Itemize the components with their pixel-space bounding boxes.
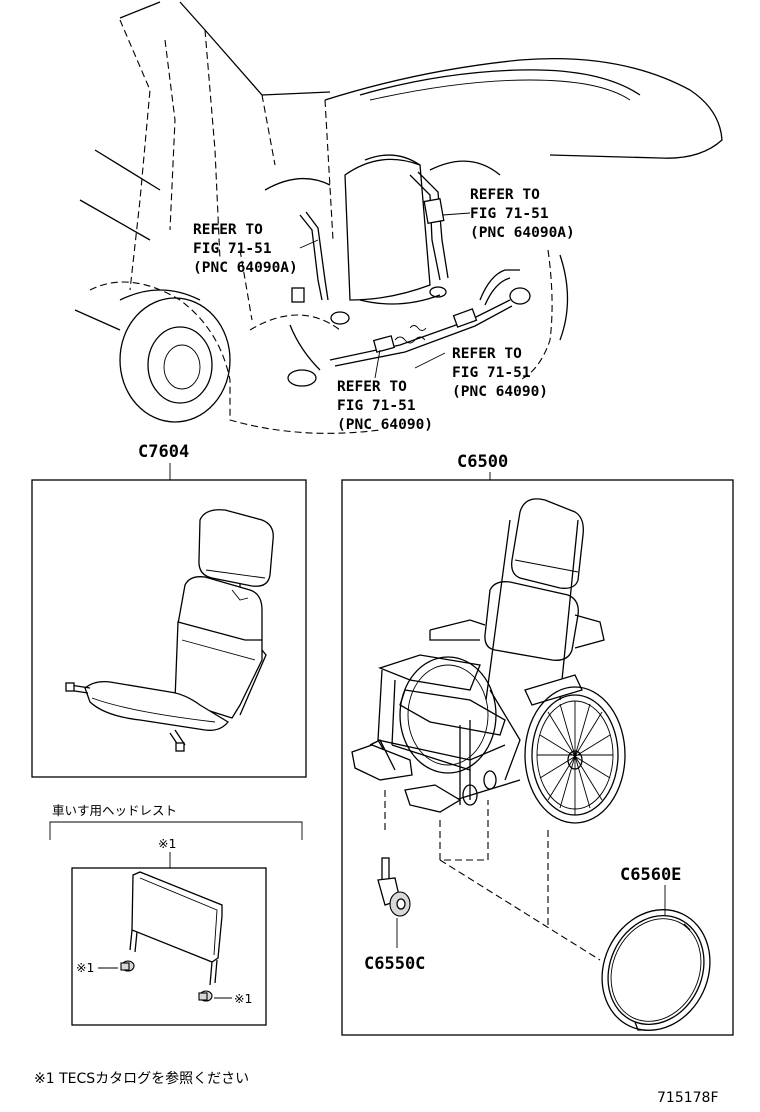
refer-callout-left: REFER TO FIG 71-51 (PNC 64090A) xyxy=(193,222,298,276)
callout-text: (PNC 64090A) xyxy=(470,225,575,241)
callout-text: FIG 71-51 xyxy=(452,365,531,381)
callout-text: (PNC 64090) xyxy=(337,417,433,433)
part-number-hand-rim: C6560E xyxy=(620,865,681,885)
callout-text: FIG 71-51 xyxy=(337,398,416,414)
headrest-box xyxy=(71,867,267,1026)
figure-id: 715178F xyxy=(657,1090,719,1106)
headrest-panel: 車いす用ヘッドレスト ※1 ※1 ※1 xyxy=(49,803,303,1026)
seat-box xyxy=(31,479,307,778)
callout-text: REFER TO xyxy=(452,346,522,362)
wheelchair-panel: C6500 xyxy=(341,452,734,1036)
refer-callout-right-top: REFER TO FIG 71-51 (PNC 64090A) xyxy=(470,187,575,241)
refer-callout-bottom: REFER TO FIG 71-51 (PNC 64090) xyxy=(337,379,433,433)
headrest-right-mark: ※1 xyxy=(234,991,252,1006)
callout-leaders xyxy=(299,212,471,379)
vehicle-illustration xyxy=(74,1,723,434)
callout-text: REFER TO xyxy=(337,379,407,395)
refer-callout-right-mid: REFER TO FIG 71-51 (PNC 64090) xyxy=(452,346,548,400)
part-number-wheelchair: C6500 xyxy=(457,452,508,472)
wheelchair-illustration: C6550C C6560E xyxy=(351,498,711,1031)
callout-text: REFER TO xyxy=(470,187,540,203)
headrest-illustration xyxy=(120,871,223,1002)
wheelchair-box xyxy=(341,479,734,1036)
part-number-caster: C6550C xyxy=(364,954,425,974)
callout-text: REFER TO xyxy=(193,222,263,238)
hand-rim-illustration xyxy=(601,909,711,1031)
callout-text: FIG 71-51 xyxy=(193,241,272,257)
seat-panel: C7604 xyxy=(31,442,307,778)
part-number-seat: C7604 xyxy=(138,442,189,462)
footnote: ※1 TECSカタログを参照ください xyxy=(34,1070,249,1087)
caster-illustration xyxy=(377,857,411,948)
headrest-title: 車いす用ヘッドレスト xyxy=(52,803,177,818)
headrest-left-mark: ※1 xyxy=(76,960,94,975)
seat-illustration xyxy=(65,509,274,752)
headrest-note-mark: ※1 xyxy=(158,836,176,851)
callout-text: (PNC 64090A) xyxy=(193,260,298,276)
callout-text: (PNC 64090) xyxy=(452,384,548,400)
callout-text: FIG 71-51 xyxy=(470,206,549,222)
